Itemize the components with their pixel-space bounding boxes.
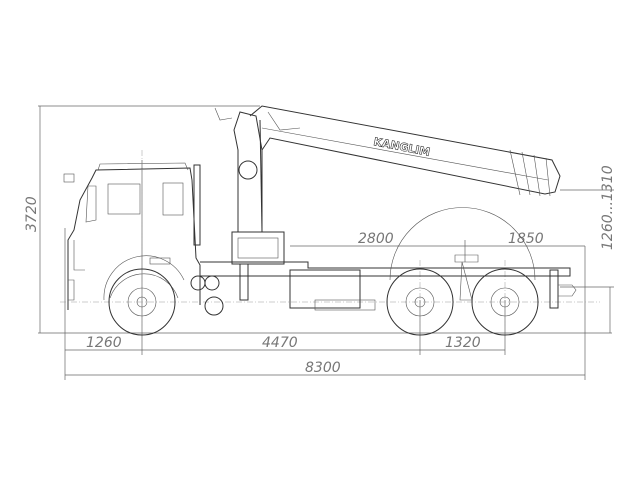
svg-text:KANGLIM: KANGLIM [372,135,431,159]
exhaust-stack [193,164,201,246]
dim-front-overhang: 1260 [86,335,122,351]
dim-overall-height: 3720 [24,196,40,232]
dim-overall-length: 8300 [305,360,341,376]
crane [214,105,561,301]
rear-wheel-2 [471,268,539,336]
dim-coupling-to-rear: 1850 [508,231,544,247]
dim-wheelbase-front: 4470 [262,335,298,351]
chassis-frame [190,207,577,316]
dim-crane-to-coupling: 2800 [358,231,394,247]
crane-brand-logo: KANGLIM [372,135,431,159]
truck-cab [60,150,600,340]
front-wheel [108,268,176,336]
dim-wheelbase-rear: 1320 [445,335,481,351]
dim-fifth-wheel-height: 1260...1310 [600,165,616,250]
rear-wheel-1 [386,268,454,336]
